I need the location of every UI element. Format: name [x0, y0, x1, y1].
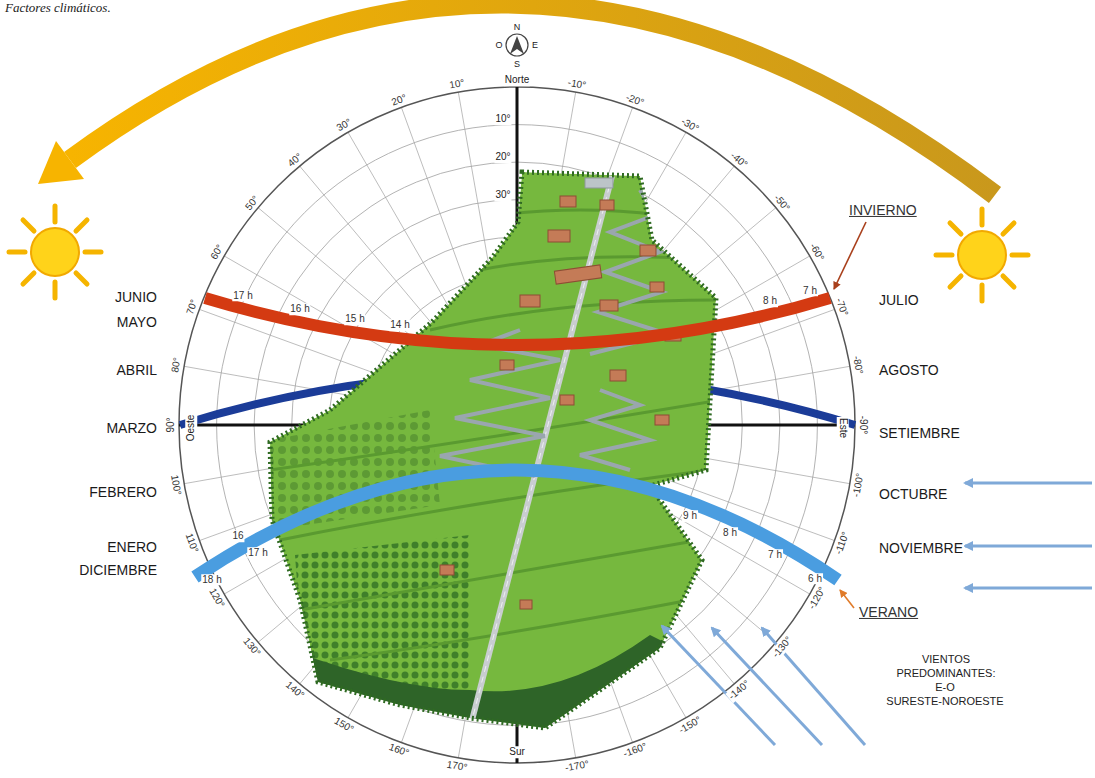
hour-label: 14 h: [389, 320, 410, 332]
season-label: VERANO: [858, 604, 919, 620]
azimuth-label: 160°: [386, 741, 411, 760]
compass: [506, 34, 528, 56]
month-label: MAYO: [116, 314, 158, 330]
azimuth-label: 110°: [183, 531, 201, 556]
hour-label: 17 h: [232, 290, 253, 302]
main-axes: [179, 87, 855, 763]
wind-arrows: [662, 483, 1092, 745]
season-label: INVIERNO: [848, 202, 918, 218]
month-label: OCTUBRE: [878, 486, 948, 502]
compass-letter: S: [513, 59, 521, 69]
azimuth-label: -10°: [566, 77, 588, 92]
wind-label: E-O: [934, 680, 956, 694]
cardinal-label: Oeste: [185, 414, 197, 443]
azimuth-label: 50°: [242, 192, 262, 213]
azimuth-label: -40°: [728, 149, 751, 171]
hour-label: 15 h: [344, 314, 365, 326]
hour-label: 16 h: [289, 303, 310, 315]
figure-title: Factores climáticos.: [4, 1, 112, 16]
azimuth-label: 70°: [184, 297, 201, 317]
hour-label: 6 h: [807, 573, 823, 585]
azimuth-label: -60°: [807, 240, 827, 263]
azimuth-label: -110°: [832, 529, 851, 557]
hour-label: 17 h: [247, 547, 268, 559]
azimuth-label: -20°: [624, 91, 647, 109]
hour-label: 7 h: [767, 550, 783, 562]
cardinal-label: Sur: [508, 746, 526, 758]
month-label: AGOSTO: [878, 362, 940, 378]
compass-needle: [510, 36, 524, 54]
hour-label: 9 h: [682, 511, 698, 523]
compass-letter: N: [513, 22, 522, 32]
sun-icon: [9, 206, 101, 298]
azimuth-label: 10°: [447, 77, 466, 91]
month-label: MARZO: [105, 420, 158, 436]
azimuth-label: -80°: [850, 354, 865, 376]
hour-label: 8 h: [722, 527, 738, 539]
azimuth-label: 40°: [284, 150, 305, 170]
azimuth-label: -150°: [676, 713, 704, 736]
altitude-label: 20°: [494, 151, 511, 163]
month-label: SETIEMBRE: [878, 425, 961, 441]
sun-arrow-head: [38, 141, 84, 184]
month-label: DICIEMBRE: [78, 562, 158, 578]
compass-letter: O: [494, 40, 503, 50]
month-label: JUNIO: [114, 289, 158, 305]
azimuth-label: -90°: [857, 415, 869, 435]
hour-label: 18 h: [201, 574, 222, 586]
azimuth-label: -50°: [771, 191, 793, 214]
hour-label: 7 h: [802, 285, 818, 297]
wind-label: VIENTOS PREDOMINANTES:: [890, 652, 1002, 680]
azimuth-label: -140°: [726, 677, 753, 703]
azimuth-label: 170°: [445, 758, 469, 773]
azimuth-label: -130°: [769, 634, 795, 661]
month-label: NOVIEMBRE: [878, 540, 964, 556]
winter-solstice-path: [205, 298, 830, 345]
azimuth-label: 60°: [208, 242, 227, 263]
azimuth-label: -70°: [833, 295, 851, 318]
azimuth-label: 140°: [282, 678, 307, 701]
hour-label: 8 h: [762, 296, 778, 308]
site-plan: [270, 172, 720, 745]
month-label: ABRIL: [116, 362, 158, 378]
azimuth-label: 120°: [207, 585, 228, 610]
altitude-label: 10°: [494, 113, 511, 125]
month-label: JULIO: [878, 292, 920, 308]
azimuth-label: -160°: [621, 740, 649, 760]
month-label: FEBRERO: [88, 484, 158, 500]
cardinal-label: Norte: [504, 74, 530, 86]
season-pointer: [840, 590, 854, 608]
sun-icon: [936, 209, 1028, 301]
season-pointer: [834, 222, 866, 289]
azimuth-label: 80°: [169, 355, 183, 374]
azimuth-label: -120°: [805, 584, 828, 612]
sun-arrow: [70, 3, 995, 195]
azimuth-label: 150°: [331, 714, 356, 735]
azimuth-label: 90°: [165, 416, 177, 433]
polar-grid: [179, 87, 855, 763]
month-label: ENERO: [106, 539, 158, 555]
hour-label: 16: [231, 530, 244, 542]
wind-label: SURESTE-NOROESTE: [885, 694, 1004, 708]
compass-letter: E: [531, 40, 539, 50]
azimuth-label: -100°: [850, 471, 866, 499]
azimuth-label: 100°: [169, 473, 184, 497]
azimuth-label: 20°: [389, 92, 409, 109]
azimuth-label: -170°: [563, 758, 591, 774]
azimuth-label: 30°: [334, 116, 355, 135]
cardinal-label: Este: [837, 417, 849, 439]
altitude-label: 30°: [494, 189, 511, 201]
azimuth-label: 130°: [240, 635, 263, 660]
azimuth-label: -30°: [678, 115, 701, 135]
summer-solstice-path: [195, 470, 838, 580]
